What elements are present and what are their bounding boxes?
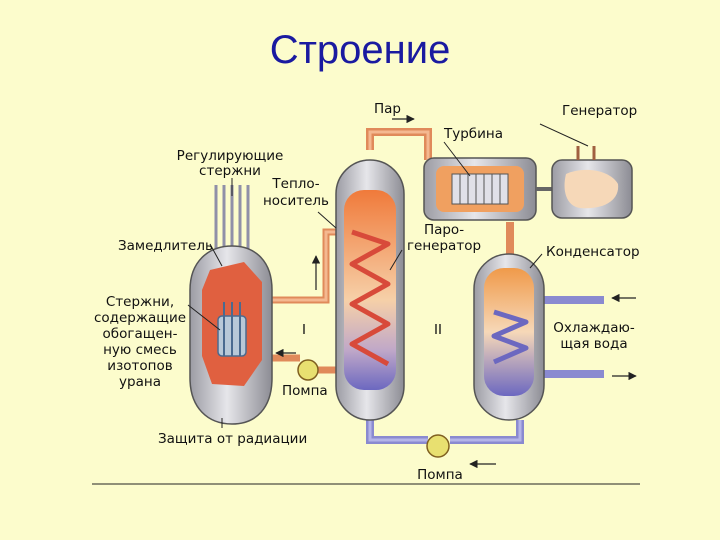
steam-generator (335, 159, 405, 421)
label-steam-generator-1: Паро- (424, 222, 464, 238)
label-moderator: Замедлитель (118, 238, 213, 254)
label-turbine: Турбина (443, 126, 503, 142)
label-fuel-rods: Стержни, содержащие обогащен- ную смесь … (94, 294, 186, 390)
steam-pipe (366, 128, 432, 160)
svg-text:урана: урана (119, 374, 161, 390)
label-radiation-shield: Защита от радиации (158, 431, 307, 447)
primary-hot-pipe (262, 228, 346, 304)
svg-text:содержащие: содержащие (94, 310, 186, 326)
secondary-pump (426, 434, 450, 458)
label-steam: Пар (374, 101, 401, 117)
label-circuit-1: I (302, 322, 306, 338)
label-circuit-2: II (434, 322, 442, 338)
reactor (189, 185, 273, 425)
svg-text:обогащен-: обогащен- (103, 326, 178, 342)
label-control-rods-2: стержни (199, 163, 261, 179)
label-cooling-water-2: щая вода (560, 336, 627, 352)
secondary-return-pipe (366, 420, 524, 444)
leader-lines (187, 123, 589, 428)
condenser (473, 253, 545, 421)
steam-generator-coil (349, 229, 391, 367)
turbine (423, 157, 552, 221)
condenser-coil (491, 309, 529, 365)
flow-arrows (275, 114, 637, 469)
label-primary-pump: Помпа (282, 383, 328, 399)
label-generator: Генератор (562, 103, 637, 119)
svg-text:изотопов: изотопов (107, 358, 172, 374)
cooling-water-pipes (540, 296, 604, 378)
label-coolant-1: Тепло- (271, 176, 319, 192)
label-coolant-2: носитель (263, 193, 329, 209)
label-steam-generator-2: генератор (407, 238, 481, 254)
label-control-rods-1: Регулирующие (177, 148, 284, 164)
label-secondary-pump: Помпа (417, 467, 463, 483)
generator (551, 146, 633, 219)
svg-text:Стержни,: Стержни, (106, 294, 174, 310)
label-cooling-water-1: Охлаждаю- (553, 320, 635, 336)
fuel-rods (217, 302, 247, 357)
page-title: Строение (269, 28, 451, 72)
label-condenser: Конденсатор (546, 244, 640, 260)
primary-pump (297, 359, 319, 381)
turbine-rotor (451, 173, 509, 205)
svg-text:ную смесь: ную смесь (103, 342, 177, 358)
